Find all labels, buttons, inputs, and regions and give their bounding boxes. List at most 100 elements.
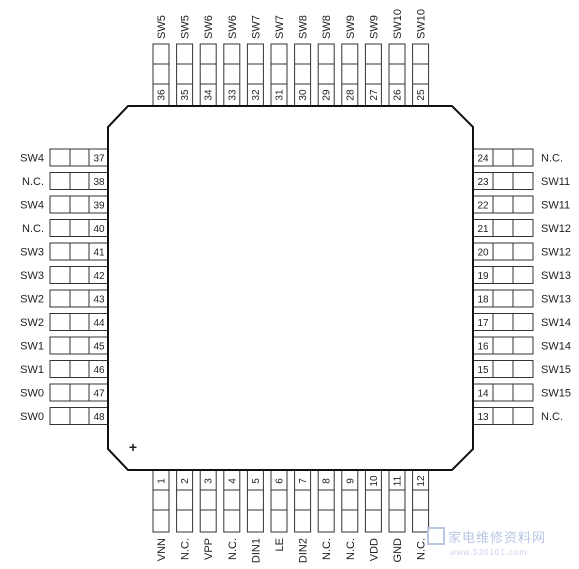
pin-label: SW3 <box>20 270 44 282</box>
pin-number: 39 <box>93 201 105 212</box>
pin-number: 41 <box>93 248 105 259</box>
pin-number: 40 <box>93 224 105 235</box>
bottom-pins: 1VNN2N.C.3VPP4N.C.5DIN16LE7DIN28N.C.9N.C… <box>152 469 430 563</box>
pin-number: 3 <box>204 478 215 484</box>
pin-number: 1 <box>157 478 168 484</box>
pin-33: 33 SW6 <box>223 15 241 107</box>
pin-label: SW13 <box>541 270 571 282</box>
pin-number: 18 <box>477 295 489 306</box>
pin-label: SW4 <box>20 200 44 212</box>
pin-label: SW5 <box>156 15 168 39</box>
pin-8: 8N.C. <box>317 469 335 560</box>
pin-label: N.C. <box>541 411 563 423</box>
pin-14: 14 SW15 <box>472 383 571 402</box>
pin-44: 44 SW2 <box>20 313 109 331</box>
pin-label: SW10 <box>416 9 428 39</box>
pin-label: N.C. <box>22 223 44 235</box>
pin-label: SW1 <box>20 364 44 376</box>
pin-number: 47 <box>93 389 105 400</box>
pin-number: 12 <box>416 475 427 487</box>
pin-4: 4N.C. <box>223 469 241 560</box>
pin-label: SW7 <box>250 15 262 39</box>
pin-number: 31 <box>275 89 286 101</box>
pin-number: 13 <box>477 412 489 423</box>
pin-number: 32 <box>251 89 262 101</box>
pin-label: SW9 <box>368 15 380 39</box>
pin-40: 40 N.C. <box>22 219 109 237</box>
pin-label: SW14 <box>541 317 571 329</box>
pin-13: 13 N.C. <box>472 407 563 425</box>
pin-label: SW6 <box>227 15 239 39</box>
pin-45: 45 SW1 <box>20 336 109 355</box>
pin-36: 36 SW5 <box>152 15 170 107</box>
pin-label: SW0 <box>20 411 44 423</box>
pin-number: 44 <box>93 318 105 329</box>
pin-label: SW10 <box>392 9 404 39</box>
pin-label: SW12 <box>541 247 571 259</box>
pin-6: 6LE <box>270 469 288 551</box>
watermark: 家电维修资料网 www.520101.com <box>427 527 545 557</box>
pin-label: SW11 <box>541 176 570 188</box>
pin-32: 32 SW7 <box>246 15 264 107</box>
pin-label: N.C. <box>416 538 428 560</box>
pin-number: 10 <box>369 475 380 487</box>
pin-label: N.C. <box>541 153 563 165</box>
pin-9: 9N.C. <box>341 469 359 560</box>
pin-label: SW15 <box>541 388 571 400</box>
pin-number: 36 <box>157 89 168 101</box>
pin-number: 27 <box>369 89 380 101</box>
pin-label: N.C. <box>345 538 357 560</box>
pin-number: 29 <box>322 89 333 101</box>
pin-number: 45 <box>93 342 105 353</box>
pin-number: 2 <box>180 478 191 484</box>
pin-label: VPP <box>203 538 215 560</box>
pin-label: SW11 <box>541 200 570 212</box>
pin-38: 38N.C. <box>22 172 109 190</box>
pin-number: 43 <box>93 295 105 306</box>
pin-label: SW8 <box>321 15 333 39</box>
pin-label: SW5 <box>180 15 192 39</box>
pin-number: 11 <box>393 475 404 486</box>
pin-2: 2N.C. <box>176 469 194 560</box>
pin-number: 21 <box>477 224 489 235</box>
top-pins: 36SW535SW534SW633SW632SW731SW730SW829SW8… <box>152 9 430 107</box>
pin-label: SW3 <box>20 247 44 259</box>
pin-number: 34 <box>204 89 215 101</box>
pin-number: 33 <box>227 89 238 101</box>
pin-41: 41 SW3 <box>20 242 109 261</box>
pin-number: 25 <box>416 89 427 101</box>
pin-25: 25 SW10 <box>412 9 430 107</box>
pin-number: 9 <box>345 478 356 484</box>
pin-number: 19 <box>477 271 489 282</box>
pin-29: 29 SW8 <box>317 15 335 107</box>
pin-number: 5 <box>251 478 262 484</box>
pin-label: SW1 <box>20 341 44 353</box>
pin-label: SW15 <box>541 364 571 376</box>
pin-19: 19 SW13 <box>472 266 571 284</box>
pin-31: 31 SW7 <box>270 15 288 107</box>
pin-number: 14 <box>477 389 489 400</box>
pin-label: SW2 <box>20 317 44 329</box>
watermark-logo-icon <box>427 527 445 545</box>
pin-number: 22 <box>477 201 489 212</box>
pin-27: 27 SW9 <box>364 15 382 107</box>
pin-label: SW7 <box>274 15 286 39</box>
